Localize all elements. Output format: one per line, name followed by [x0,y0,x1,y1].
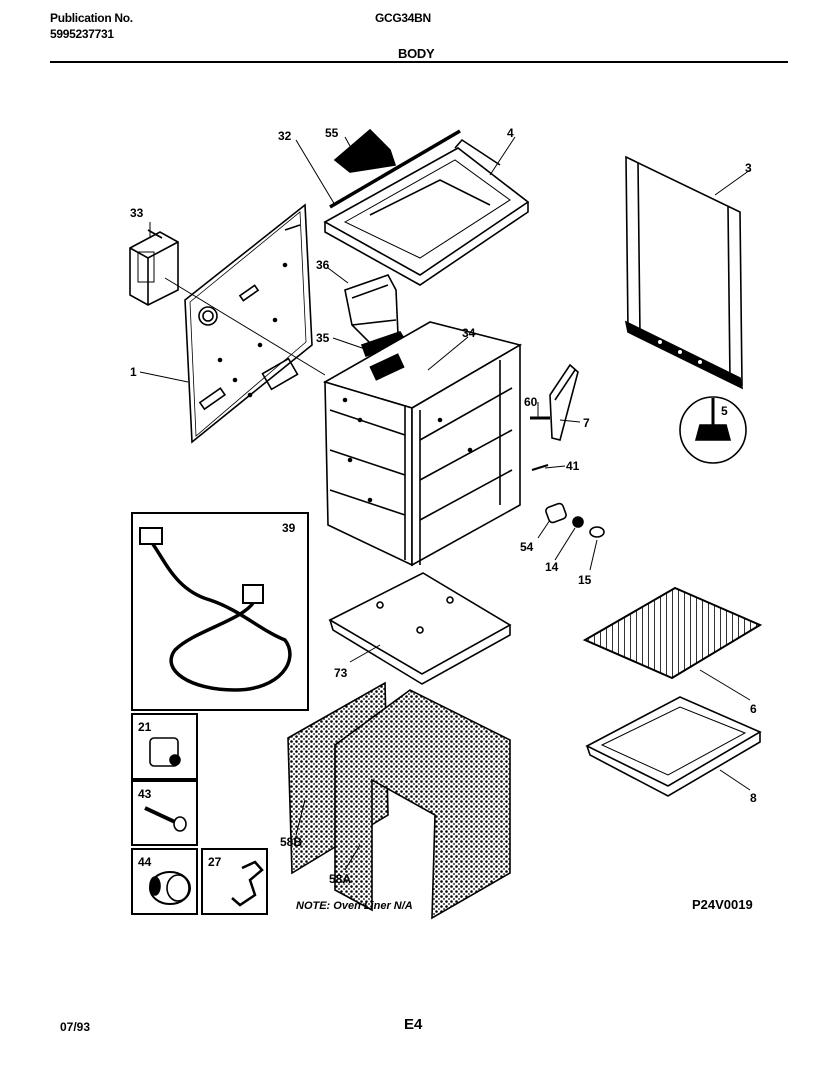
vent-duct-part [344,274,399,346]
bracket-inset-box [201,848,268,915]
junction-box-part [129,229,179,306]
callout-35: 35 [316,331,330,345]
callout-34: 34 [462,326,476,340]
callout-58a: 58A [329,872,351,886]
callout-60: 60 [524,395,538,409]
grommet-inset-box [131,848,198,915]
publication-number: 5995237731 [50,27,114,41]
callout-58b: 58B [280,835,302,849]
door-hinge-part [549,363,579,441]
callout-21: 21 [138,720,152,734]
screw-part [144,806,187,832]
knob-assembly-part [545,502,605,538]
wire-bracket-part [231,860,264,907]
broiler-pan-part [585,696,762,797]
callout-6: 6 [750,702,757,716]
callout-4: 4 [507,126,514,140]
screw-bracket-part [531,464,549,471]
oven-body-frame-part [322,321,523,567]
back-panel-part [184,203,313,444]
top-frame-part [323,138,530,286]
terminal-block-part [149,737,181,767]
page-number: E4 [404,1016,423,1033]
callout-5: 5 [721,404,728,418]
power-cord-part [139,527,292,692]
callout-14: 14 [545,560,559,574]
terminal-block-inset-box [131,713,198,780]
callout-1: 1 [130,365,137,379]
callout-32: 32 [278,129,292,143]
gasket-strip-part [329,129,461,209]
callout-39: 39 [282,521,296,535]
callout-41: 41 [566,459,580,473]
callout-3: 3 [745,161,752,175]
section-title: BODY [398,46,435,61]
power-cord-inset-box [131,512,309,711]
callout-73: 73 [334,666,348,680]
insulation-piece-part [333,128,397,173]
leader-lines [139,136,751,871]
note-text: NOTE: Oven Liner N/A [296,900,413,912]
oven-insulation-part [287,681,511,920]
callout-15: 15 [578,573,592,587]
callout-27: 27 [208,855,222,869]
header-rule [50,61,788,63]
oven-rack-part [582,586,763,680]
callout-7: 7 [583,416,590,430]
leveling-leg-part [679,396,747,464]
footer-date: 07/93 [60,1020,91,1034]
callout-54: 54 [520,540,534,554]
callout-43: 43 [138,787,152,801]
screw-inset-box [131,780,198,846]
side-panel-part [624,155,744,390]
diagram-code: P24V0019 [692,897,753,912]
callout-44: 44 [138,855,152,869]
callout-33: 33 [130,206,144,220]
publication-label: Publication No. [50,11,133,25]
callout-8: 8 [750,791,757,805]
model-number: GCG34BN [375,11,431,25]
grommet-part [149,871,191,905]
callout-36: 36 [316,258,330,272]
callout-55: 55 [325,126,339,140]
oven-bottom-panel-part [328,572,512,685]
